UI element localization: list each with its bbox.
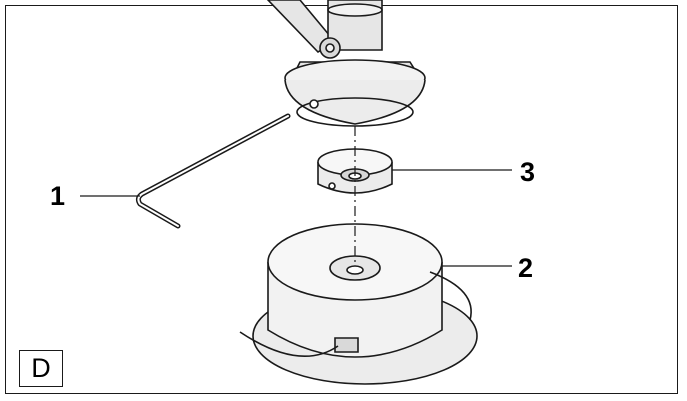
gear-head-dome xyxy=(284,79,426,125)
callout-label-2: 2 xyxy=(518,253,534,283)
allen-key-highlight xyxy=(137,115,289,227)
trimmer-line-left xyxy=(239,331,339,357)
callout-label-1: 1 xyxy=(50,181,66,211)
gear-head-bolt-center xyxy=(325,43,335,53)
leader-lines xyxy=(80,169,512,267)
trimmer-line-right xyxy=(429,271,472,321)
figure-letter-box: D xyxy=(19,350,63,387)
trimmer-head xyxy=(252,223,478,385)
gear-head-shaft-ring xyxy=(327,3,383,17)
allen-key xyxy=(135,113,291,229)
gear-head xyxy=(266,0,426,127)
trimmer-line xyxy=(239,271,472,357)
trimmer-head-hub-hole xyxy=(346,265,364,275)
callout-label-3: 3 xyxy=(520,157,536,187)
thrust-washer-hole xyxy=(328,182,336,190)
gear-head-lock-hole xyxy=(309,99,319,109)
figure-letter: D xyxy=(31,353,51,383)
allen-key-outline xyxy=(135,113,291,229)
trimmer-head-eyelet xyxy=(334,337,359,353)
